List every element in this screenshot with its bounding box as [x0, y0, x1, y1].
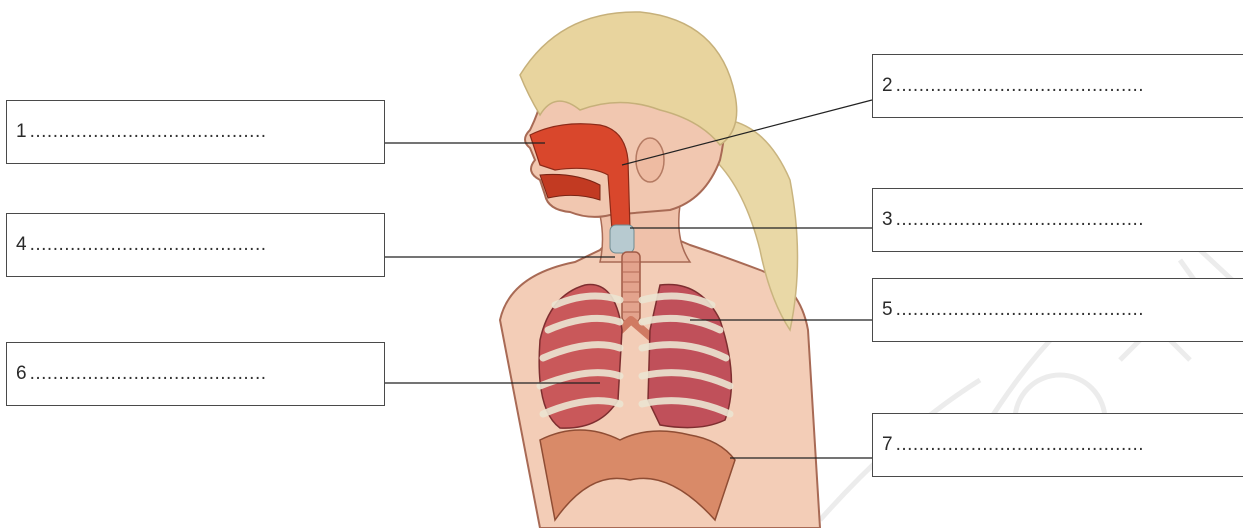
- larynx: [610, 225, 634, 253]
- label-number: 7: [882, 434, 893, 456]
- label-number: 3: [882, 209, 893, 231]
- label-number: 2: [882, 75, 893, 97]
- label-box-6[interactable]: 6 ......................................…: [6, 342, 385, 406]
- label-box-4[interactable]: 4 ......................................…: [6, 213, 385, 277]
- label-box-3[interactable]: 3 ......................................…: [872, 188, 1243, 252]
- answer-blank: ........................................…: [30, 234, 267, 256]
- label-box-1[interactable]: 1 ......................................…: [6, 100, 385, 164]
- label-number: 5: [882, 299, 893, 321]
- answer-blank: ........................................…: [30, 121, 267, 143]
- answer-blank: ........................................…: [30, 363, 267, 385]
- label-box-7[interactable]: 7 ......................................…: [872, 413, 1243, 477]
- label-number: 4: [16, 234, 27, 256]
- label-number: 6: [16, 363, 27, 385]
- answer-blank: ........................................…: [896, 209, 1145, 231]
- label-box-2[interactable]: 2 ......................................…: [872, 54, 1243, 118]
- answer-blank: ........................................…: [896, 434, 1145, 456]
- answer-blank: ........................................…: [896, 75, 1145, 97]
- answer-blank: ........................................…: [896, 299, 1145, 321]
- label-number: 1: [16, 121, 27, 143]
- label-box-5[interactable]: 5 ......................................…: [872, 278, 1243, 342]
